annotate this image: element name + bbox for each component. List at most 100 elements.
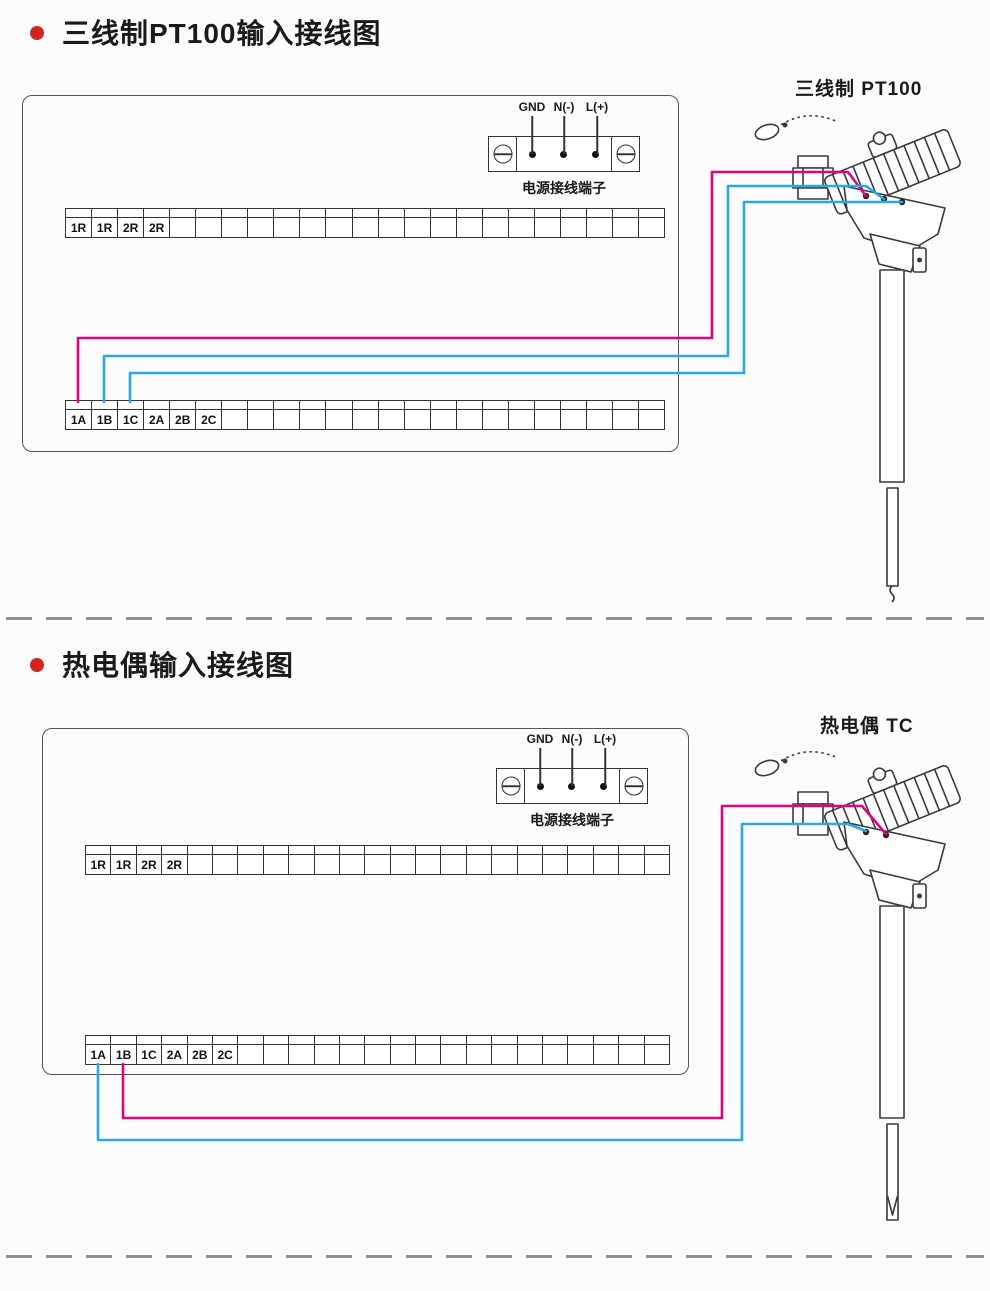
terminal-cell-label xyxy=(315,855,339,874)
screw-icon xyxy=(611,137,639,171)
terminal-cell-band xyxy=(441,846,466,855)
terminal-cell xyxy=(492,846,518,874)
terminal-cell-label xyxy=(405,410,430,429)
terminal-cell-band xyxy=(560,401,586,410)
terminal-cell-label xyxy=(248,410,273,429)
terminal-cell xyxy=(560,209,587,237)
terminal-cell-band xyxy=(568,846,593,855)
terminal-cell xyxy=(639,209,665,237)
terminal-cell-band xyxy=(118,209,144,218)
terminal-cell-band xyxy=(619,846,644,855)
terminal-cell-band xyxy=(492,846,517,855)
terminal-cell-label: 1B xyxy=(96,412,113,427)
terminal-cell-label xyxy=(405,218,430,237)
head-wire-dot xyxy=(882,831,890,839)
power-label-n: N(-) xyxy=(553,100,575,114)
terminal-cell xyxy=(593,1036,620,1064)
power-terminals xyxy=(525,769,619,803)
terminal-cell-label xyxy=(326,410,351,429)
terminal-cell: 1C xyxy=(136,1036,163,1064)
terminal-cell-label xyxy=(619,855,643,874)
terminal-cell-band xyxy=(144,401,170,410)
terminal-cell: 2R xyxy=(118,209,145,237)
probe-sheath xyxy=(879,269,905,483)
terminal-cell xyxy=(586,209,613,237)
terminal-cell-band xyxy=(416,1036,441,1045)
power-label-l: L(+) xyxy=(593,732,617,746)
terminal-cell-band xyxy=(118,401,144,410)
terminal-cell xyxy=(339,1036,366,1064)
terminal-cell-band xyxy=(517,846,543,855)
terminal-cell xyxy=(404,209,431,237)
terminal-cell-label: 1R xyxy=(90,857,106,872)
terminal-cell-label xyxy=(340,1045,364,1064)
terminal-cell: 2C xyxy=(212,1036,239,1064)
terminal-cell-label xyxy=(518,1045,542,1064)
terminal-cell xyxy=(404,401,431,429)
terminal-cell-band xyxy=(111,1036,136,1045)
terminal-cell xyxy=(212,846,239,874)
terminal-cell-label: 2R xyxy=(141,857,157,872)
terminal-cell-band xyxy=(66,401,92,410)
terminal-dot xyxy=(591,150,599,158)
terminal-cell-band xyxy=(639,401,665,410)
terminal-cell-band xyxy=(644,1036,669,1045)
sensor-type-label: 热电偶 TC xyxy=(820,716,914,737)
terminal-cell-label xyxy=(509,218,534,237)
terminal-cell-band xyxy=(482,209,508,218)
terminal-cell-band xyxy=(326,209,352,218)
terminal-cell-band xyxy=(508,401,534,410)
terminal-cell xyxy=(352,401,379,429)
terminal-cell-band xyxy=(66,209,92,218)
terminal-cell xyxy=(352,209,379,237)
terminal-cell xyxy=(543,846,569,874)
terminal-cell-band xyxy=(441,1036,466,1045)
terminal-cell-band xyxy=(378,209,404,218)
terminal-cell-band xyxy=(222,401,248,410)
dashed-separator xyxy=(6,617,984,620)
terminal-cell-label xyxy=(264,1045,288,1064)
terminal-cell-band xyxy=(339,1036,365,1045)
terminal-cell-label xyxy=(561,410,586,429)
terminal-cell-label xyxy=(379,218,404,237)
terminal-cell: 1R xyxy=(66,209,93,237)
terminal-cell-label xyxy=(467,855,491,874)
terminal-cell xyxy=(508,209,535,237)
terminal-cell xyxy=(378,209,405,237)
terminal-strip-top: 1R 1R 2R 2R xyxy=(65,208,665,238)
terminal-cell-label: 2B xyxy=(175,412,191,427)
cap-lid xyxy=(754,759,780,777)
terminal-cell-label xyxy=(188,855,212,874)
terminal-cell xyxy=(390,1036,417,1064)
terminal-cell xyxy=(326,209,353,237)
terminal-dot xyxy=(529,150,537,158)
terminal-cell-label: 2R xyxy=(166,857,183,872)
terminal-cell: 1R xyxy=(92,209,119,237)
terminal-cell xyxy=(644,846,669,874)
terminal-cell-label xyxy=(594,855,618,874)
terminal-cell-band xyxy=(187,846,212,855)
probe-tip xyxy=(886,1123,899,1221)
power-label-l: L(+) xyxy=(585,100,609,114)
terminal-cell xyxy=(586,401,613,429)
terminal-cell-label xyxy=(238,855,262,874)
terminal-cell xyxy=(612,209,640,237)
terminal-cell xyxy=(568,1036,594,1064)
terminal-cell-label xyxy=(441,855,465,874)
terminal-cell-label: 2B xyxy=(192,1047,208,1062)
terminal-cell-band xyxy=(639,209,665,218)
terminal-cell-label xyxy=(568,855,592,874)
terminal-dot xyxy=(560,150,568,158)
terminal-cell-label xyxy=(416,1045,440,1064)
terminal-cell-label xyxy=(170,218,195,237)
terminal-cell-band xyxy=(187,1036,212,1045)
terminal-cell-label xyxy=(379,410,404,429)
terminal-cell xyxy=(466,1036,493,1064)
terminal-cell xyxy=(263,1036,290,1064)
terminal-cell: 1B xyxy=(111,1036,137,1064)
terminal-cell xyxy=(274,209,301,237)
terminal-cell-label xyxy=(441,1045,465,1064)
terminal-cell xyxy=(326,401,353,429)
terminal-cell-band xyxy=(593,1036,619,1045)
terminal-cell-label xyxy=(483,410,508,429)
